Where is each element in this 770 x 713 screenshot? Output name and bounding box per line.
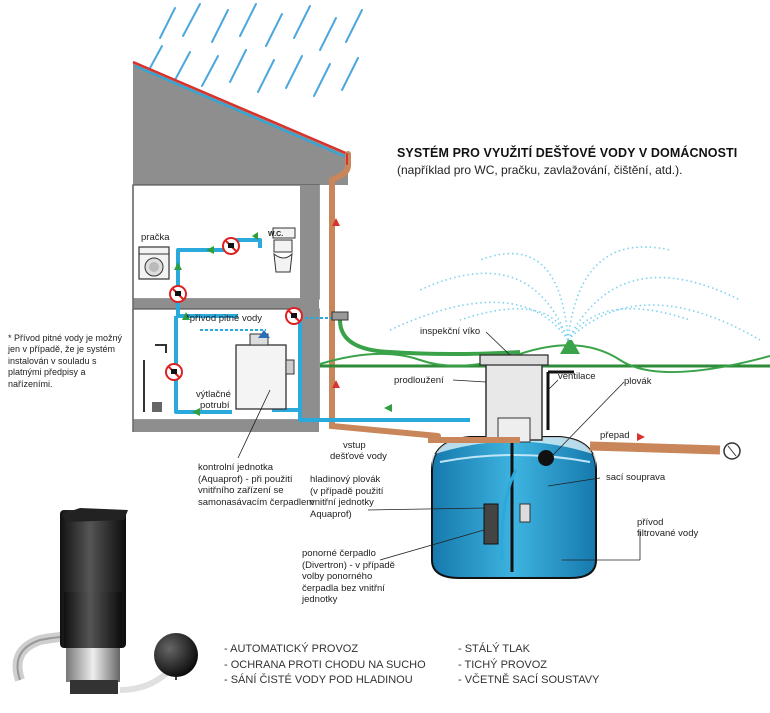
label-vstup-1: vstup — [343, 440, 366, 451]
label-privod-filtrovane-2: filtrované vody — [637, 528, 699, 539]
features-right: - STÁLÝ TLAK - TICHÝ PROVOZ - VČETNĚ SAC… — [458, 642, 599, 689]
label-vytlacne-1: výtlačné — [196, 389, 231, 400]
label-vytlacne-2: potrubí — [200, 400, 230, 411]
label-privod-pitne-vody: *přívod pitné vody — [186, 313, 263, 324]
overflow-pipe — [589, 441, 741, 460]
feature-item: - TICHÝ PROVOZ — [458, 658, 548, 671]
feature-item: - AUTOMATICKÝ PROVOZ — [224, 643, 359, 655]
float-ball-icon — [154, 633, 198, 680]
label-pracka: pračka — [141, 232, 170, 243]
downpipe — [329, 151, 441, 439]
label-prodlouzeni: prodloužení — [394, 375, 444, 386]
label-vstup-2: dešťové vody — [330, 451, 387, 462]
no-drinking-water-icon — [165, 237, 303, 381]
feature-item: - OCHRANA PROTI CHODU NA SUCHO — [224, 658, 426, 671]
rain-icon — [149, 3, 363, 97]
control-unit — [235, 333, 295, 410]
feature-item: - SÁNÍ ČISTÉ VODY POD HLADINOU — [224, 674, 413, 686]
toilet-icon — [272, 227, 296, 273]
dashed-pipe — [200, 317, 340, 331]
sprinkler-icon — [389, 246, 761, 354]
feature-item: - STÁLÝ TLAK — [458, 643, 530, 655]
flow-arrows-green — [174, 232, 392, 416]
pump-icon — [12, 508, 173, 694]
label-hladinovy-plovak: hladinový plovák (v případě použití vnit… — [310, 474, 384, 520]
label-prepad: přepad — [600, 430, 630, 441]
ground — [319, 344, 770, 374]
label-privod-filtrovane-1: přívod — [637, 517, 664, 528]
diagram-title: SYSTÉM PRO VYUŽITÍ DEŠŤOVÉ VODY V DOMÁCN… — [397, 146, 738, 160]
flow-arrows-blue — [258, 330, 270, 338]
washing-machine-icon — [138, 246, 170, 280]
diagram-subtitle: (například pro WC, pračku, zavlažování, … — [397, 163, 683, 177]
garden-hose — [331, 311, 521, 356]
leader-lines — [237, 331, 641, 561]
footnote: * Přívod pitné vody je možný jen v přípa… — [8, 333, 123, 389]
tank — [431, 354, 597, 579]
label-saci-souprava: sací souprava — [606, 472, 666, 483]
label-ventilace: ventilace — [558, 371, 596, 382]
feature-item: - VČETNĚ SACÍ SOUSTAVY — [458, 674, 600, 686]
features-left: - AUTOMATICKÝ PROVOZ - OCHRANA PROTI CHO… — [224, 642, 426, 689]
faucet-icon — [143, 344, 167, 412]
label-plovak: plovák — [624, 376, 652, 387]
label-ponorne-cerpadlo: ponorné čerpadlo (Divertron) - v případě… — [302, 548, 395, 605]
label-inspekcni-viko: inspekční víko — [420, 326, 481, 337]
label-wc: W.C. — [268, 231, 284, 238]
label-kontrolni-jednotka: kontrolní jednotka (Aquaprof) - při použ… — [198, 462, 315, 508]
